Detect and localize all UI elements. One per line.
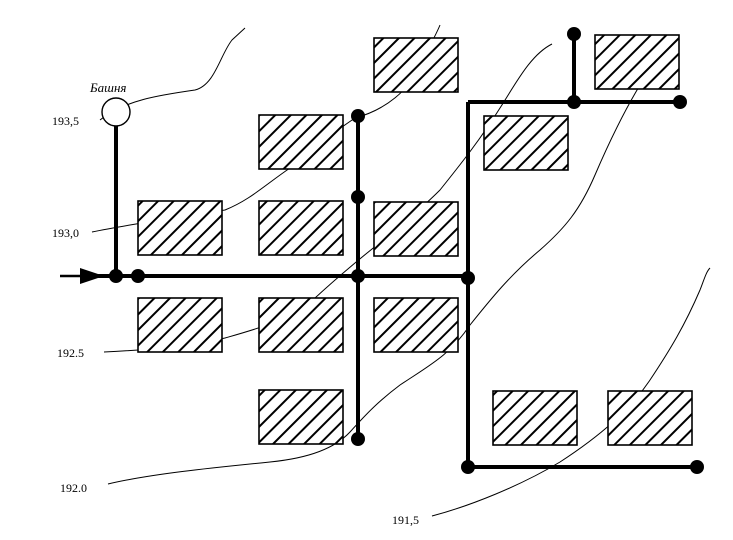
contour-label-193-0: 193,0 [52, 226, 79, 240]
building [483, 115, 569, 171]
filled-dot-icon [673, 95, 687, 109]
filled-dot-icon [567, 95, 581, 109]
building [373, 37, 459, 93]
contour-line-192-0 [107, 44, 666, 485]
filled-dot-icon [690, 460, 704, 474]
building [137, 200, 223, 256]
contour-label-192-0: 192.0 [60, 481, 87, 495]
filled-dot-icon [109, 269, 123, 283]
building [258, 114, 344, 170]
building [594, 34, 680, 90]
arrow-right-icon [60, 268, 104, 284]
filled-dot-icon [461, 271, 475, 285]
building [137, 297, 223, 353]
junctions [109, 27, 704, 474]
building [258, 200, 344, 256]
tower-label: Башня [89, 80, 126, 95]
contour-label-192-5: 192.5 [57, 346, 84, 360]
filled-dot-icon [351, 109, 365, 123]
filled-dot-icon [131, 269, 145, 283]
labels: Башня 193,5 193,0 192.5 192.0 191,5 [52, 80, 419, 527]
contour-label-193-5: 193,5 [52, 114, 79, 128]
filled-dot-icon [351, 432, 365, 446]
building [492, 390, 578, 446]
building [607, 390, 693, 446]
contour-label-191-5: 191,5 [392, 513, 419, 527]
filled-dot-icon [461, 460, 475, 474]
buildings [137, 34, 693, 446]
building [373, 297, 459, 353]
building [258, 389, 344, 445]
building [373, 201, 459, 257]
building [258, 297, 344, 353]
filled-dot-icon [351, 269, 365, 283]
filled-dot-icon [567, 27, 581, 41]
filled-dot-icon [351, 190, 365, 204]
water-tower-circle-icon [101, 97, 131, 127]
